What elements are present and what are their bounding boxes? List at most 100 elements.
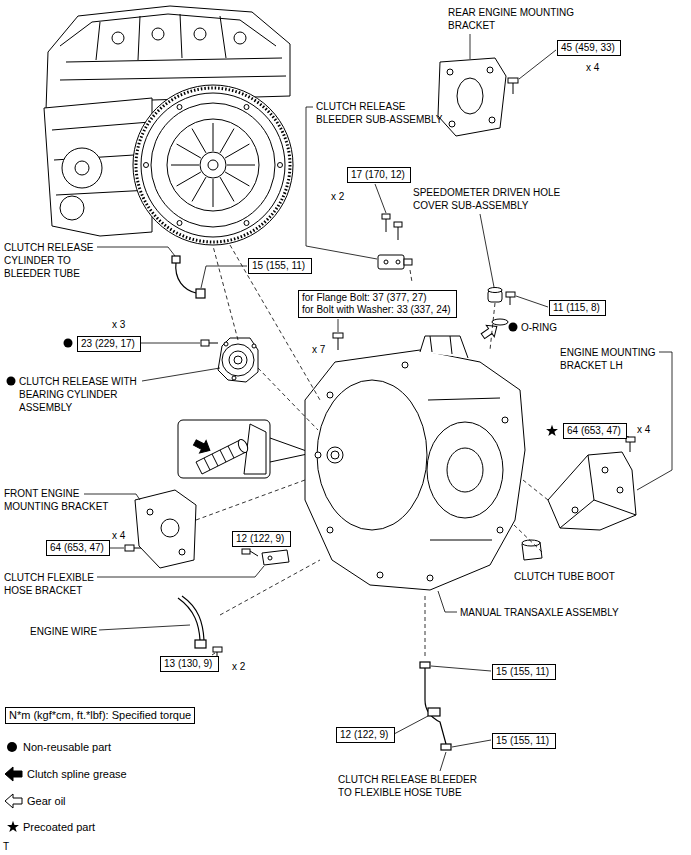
transaxle-illustration [427,575,433,581]
bolt-count: x 7 [312,343,325,356]
grease-arrow [5,767,22,781]
engine-wire-illustration [178,598,200,640]
torque-value: 12 (122, 9) [236,533,287,545]
engine-illustration [60,196,84,220]
transaxle-illustration [331,451,339,459]
torque-box: 17 (170, 12) [347,167,411,183]
bleeder-illustration [384,260,388,264]
bolt [513,83,514,94]
torque-value: 17 (170, 12) [351,169,407,181]
release-cylinder-illustration [229,351,247,369]
engine-illustration [136,88,290,242]
leader-line [375,184,386,213]
torque-value: 15 (155, 11) [496,666,552,678]
gear-oil-arrow [5,794,22,808]
engine-illustration [244,221,249,226]
rear-bracket-illustration [438,58,506,136]
engine-illustration [44,6,293,245]
engine-illustration [144,163,149,168]
assembly-line [220,560,320,615]
speedometer-cover-illustration [492,319,508,325]
torque-box: 15 (155, 11) [248,258,312,274]
leader-line [431,666,491,671]
release-cylinder-illustration [218,338,258,382]
bolt [338,338,339,350]
assembly-line [490,303,495,350]
bolt [213,647,222,652]
part-name: ENGINE MOUNTING BRACKET LH [560,346,665,372]
release-cylinder-illustration [218,338,258,382]
part-name: CLUTCH RELEASE BLEEDER SUB-ASSEMBLY [316,100,449,126]
leader-line [142,368,220,381]
bolt [125,545,134,551]
bolt [382,214,390,219]
part-name: CLUTCH RELEASE BLEEDER TO FLEXIBLE HOSE … [338,773,484,799]
rear-bracket-illustration [487,67,493,73]
legend-text: Clutch spline grease [27,768,127,781]
flexible-hose-tube-illustration [428,708,440,716]
assembly-line [258,368,318,430]
part-name: CLUTCH FLEXIBLE HOSE BRACKET [4,571,104,597]
bleeder-illustration [378,255,412,269]
torque-value: 45 (459, 33) [561,42,617,54]
rear-bracket-illustration [449,121,455,127]
legend-text: Gear oil [27,795,66,808]
release-cylinder-illustration [234,356,242,364]
leader-line [394,716,428,734]
leader-line [201,266,247,288]
assembly-line [196,480,305,520]
tube-illustration [176,262,196,293]
lh-bracket-illustration [548,452,636,530]
speedometer-cover-illustration [488,288,502,293]
part-name: FRONT ENGINE MOUNTING BRACKET [4,487,116,513]
engine-illustration [177,105,182,110]
bolt [250,551,258,556]
engine-illustration [112,32,124,44]
torque-box: 64 (653, 47) [46,540,110,556]
leader-line [480,214,494,287]
hose-bracket-illustration [262,550,289,565]
leader-line [519,50,556,79]
legend-text: N*m (kgf*cm, ft.*lbf): Specified torque [5,707,195,724]
hose-bracket-illustration [268,556,272,560]
leader-line [212,653,215,655]
engine-illustration [60,14,286,80]
bolt [333,333,343,338]
engine-illustration [62,148,102,188]
transaxle-illustration [305,336,525,590]
bolt [398,227,399,240]
engine-illustration [152,28,164,40]
engine-illustration [234,32,246,44]
front-bracket-illustration [135,490,196,568]
torque-value: 64 (653, 47) [50,542,106,554]
sheet-code: T [3,840,9,853]
part-name: O-RING [521,321,557,334]
bleeder-illustration [404,259,412,265]
leader-line [438,591,457,612]
engine-illustration [200,152,226,178]
torque-value: 64 (653, 47) [567,425,623,437]
release-cylinder-illustration [252,344,256,348]
bolt [394,222,402,227]
front-bracket-illustration [135,490,196,568]
assembly-line [213,246,238,340]
torque-value: 13 (130, 9) [164,658,215,670]
lh-bracket-illustration [548,452,636,530]
bolt-count: x 2 [331,190,344,203]
part-name: CLUTCH RELEASE WITH BEARING CYLINDER ASS… [19,375,143,414]
part-name: CLUTCH RELEASE CYLINDER TO BLEEDER TUBE [4,241,98,280]
leader-line [97,566,264,577]
bolt [506,292,515,297]
tube-illustration [172,256,205,298]
bleeder-illustration [396,260,400,264]
engine-illustration [244,105,249,110]
leader-line [99,625,190,630]
assembly-line [425,594,426,656]
transaxle-illustration [327,392,333,398]
transaxle-illustration [497,527,503,533]
engine-illustration [151,103,275,227]
part-name: ENGINE WIRE [30,625,97,638]
transaxle-illustration [317,380,427,530]
torque-box: 12 (122, 9) [232,531,291,547]
torque-value: 23 (229, 17) [81,338,137,350]
